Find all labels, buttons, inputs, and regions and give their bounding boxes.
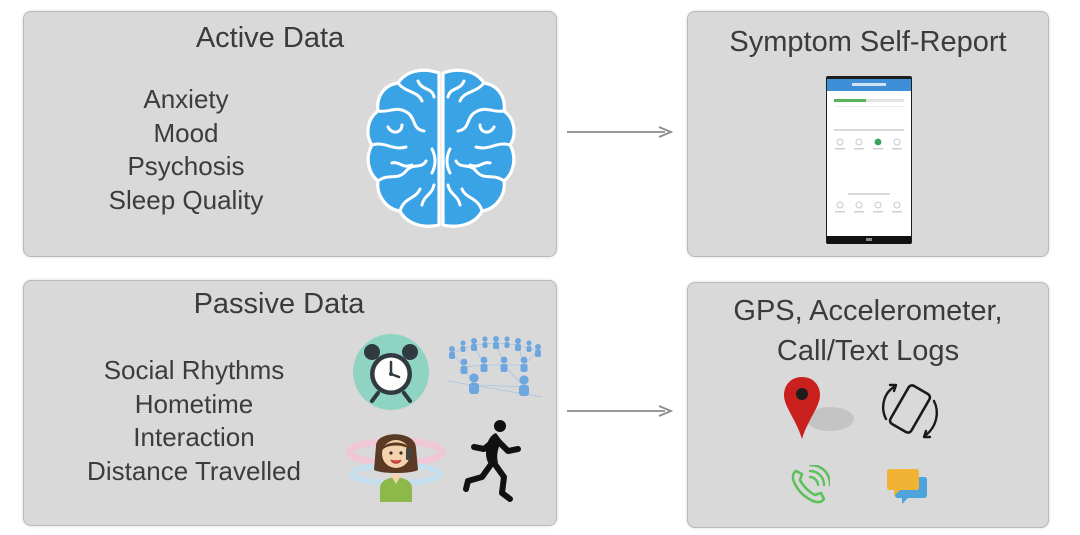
active-item-mood: Mood bbox=[153, 117, 219, 148]
alarm-clock-icon bbox=[353, 334, 429, 410]
active-data-list: Anxiety Mood Psychosis Sleep Quality bbox=[86, 83, 286, 217]
symptom-self-report-panel: Symptom Self-Report bbox=[687, 11, 1049, 257]
passive-data-panel: Passive Data Social Rhythms Hometime Int… bbox=[23, 280, 557, 526]
runner-icon bbox=[463, 420, 521, 502]
symptom-self-report-title: Symptom Self-Report bbox=[729, 26, 1007, 58]
phone-survey-screenshot bbox=[826, 76, 912, 244]
sensor-title-line1: GPS, Accelerometer, bbox=[733, 295, 1003, 327]
active-data-title: Active Data bbox=[195, 22, 345, 54]
phone-call-icon bbox=[791, 465, 830, 504]
sensor-data-title: GPS, Accelerometer, Call/Text Logs bbox=[688, 291, 1048, 371]
active-item-sleep-quality: Sleep Quality bbox=[108, 184, 264, 215]
brain-icon bbox=[366, 68, 516, 228]
person-on-phone-icon bbox=[346, 434, 446, 502]
passive-item-social-rhythms: Social Rhythms bbox=[103, 355, 285, 385]
sensor-data-panel: GPS, Accelerometer, Call/Text Logs bbox=[687, 282, 1049, 528]
phone-rotate-icon bbox=[882, 383, 938, 439]
active-data-panel: Active Data Anxiety Mood Psychosis Sleep… bbox=[23, 11, 557, 257]
passive-item-distance-travelled: Distance Travelled bbox=[87, 455, 301, 486]
passive-item-hometime: Hometime bbox=[134, 388, 254, 419]
sensor-title-line2: Call/Text Logs bbox=[776, 335, 960, 367]
passive-data-title: Passive Data bbox=[193, 288, 365, 320]
chat-bubbles-icon bbox=[887, 469, 927, 504]
active-item-anxiety: Anxiety bbox=[143, 84, 229, 114]
arrow-active-to-symptom bbox=[567, 126, 673, 138]
crowd-network-icon bbox=[447, 336, 543, 398]
active-item-psychosis: Psychosis bbox=[127, 151, 245, 181]
passive-item-interaction: Interaction bbox=[133, 422, 255, 452]
location-pin-icon bbox=[784, 377, 854, 439]
passive-data-list: Social Rhythms Hometime Interaction Dist… bbox=[69, 354, 319, 488]
arrow-passive-to-sensors bbox=[567, 405, 673, 417]
